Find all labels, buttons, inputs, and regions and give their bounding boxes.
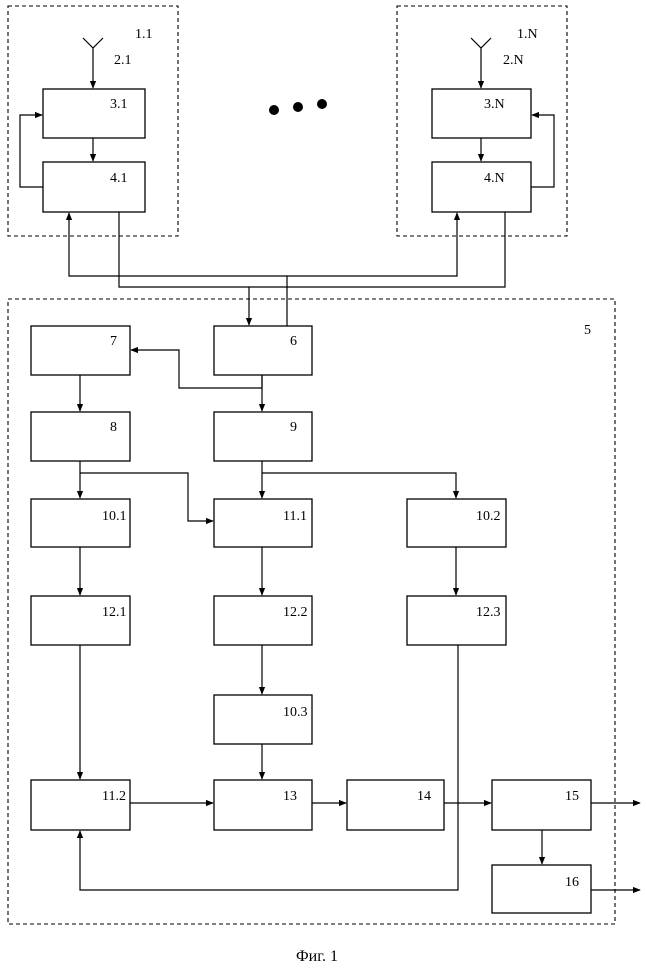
block-3-1-label: 3.1 — [110, 97, 128, 112]
block-15-label: 15 — [565, 789, 579, 804]
block-13 — [214, 780, 312, 830]
block-12-3-label: 12.3 — [476, 605, 501, 620]
block-14 — [347, 780, 444, 830]
block-6-label: 6 — [290, 334, 297, 349]
block-6 — [214, 326, 312, 375]
block-14-label: 14 — [417, 789, 431, 804]
block-4-n — [432, 162, 531, 212]
ellipsis-dots — [269, 99, 327, 115]
block-11-1-label: 11.1 — [283, 509, 307, 524]
block-9-label: 9 — [290, 420, 297, 435]
block-15 — [492, 780, 591, 830]
block-10-3-label: 10.3 — [283, 705, 308, 720]
block-4-1-label: 4.1 — [110, 171, 128, 186]
group-label-last: 1.N — [517, 27, 538, 42]
block-12-1 — [31, 596, 130, 645]
block-8-label: 8 — [110, 420, 117, 435]
block-12-2-label: 12.2 — [283, 605, 308, 620]
processor-label: 5 — [584, 323, 591, 338]
block-12-1-label: 12.1 — [102, 605, 127, 620]
block-12-2 — [214, 596, 312, 645]
block-4-n-label: 4.N — [484, 171, 505, 186]
block-10-2-label: 10.2 — [476, 509, 501, 524]
antenna-icon — [471, 38, 491, 88]
antenna-label-last: 2.N — [503, 53, 524, 68]
block-11-2-label: 11.2 — [102, 789, 126, 804]
block-7-label: 7 — [110, 334, 117, 349]
block-3-n-label: 3.N — [484, 97, 505, 112]
block-10-1-label: 10.1 — [102, 509, 127, 524]
block-16-label: 16 — [565, 875, 579, 890]
group-label-first: 1.1 — [135, 27, 153, 42]
block-4-1 — [43, 162, 145, 212]
block-11-2 — [31, 780, 130, 830]
block-9 — [214, 412, 312, 461]
figure-caption: Фиг. 1 — [296, 948, 338, 965]
block-3-n — [432, 89, 531, 138]
block-13-label: 13 — [283, 789, 297, 804]
block-12-3 — [407, 596, 506, 645]
antenna-icon — [83, 38, 103, 88]
block-3-1 — [43, 89, 145, 138]
antenna-label-first: 2.1 — [114, 53, 132, 68]
